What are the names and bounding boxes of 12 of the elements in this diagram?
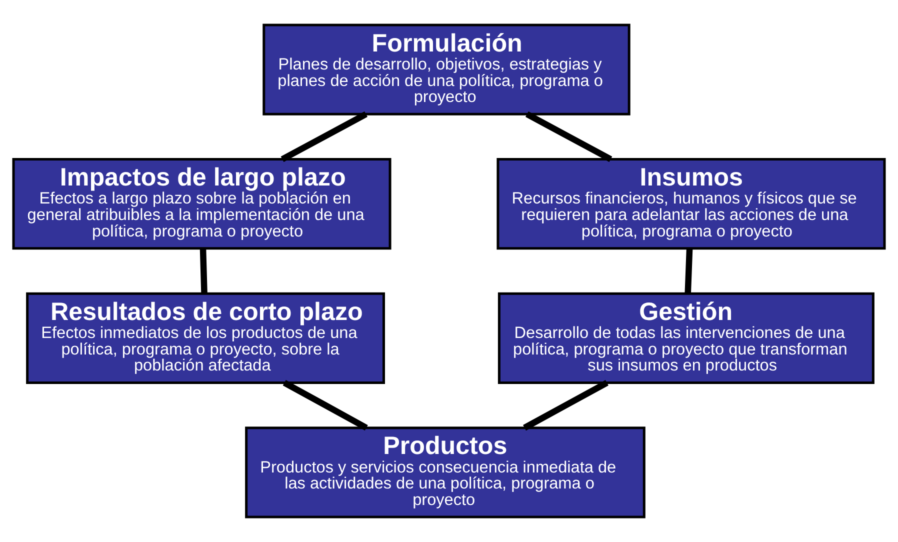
node-box: Productos Productos y servicios consecuencia inmediata de las actividades de una política, programa o proyecto: [245, 426, 646, 518]
connector: [282, 380, 368, 431]
node-box: Formulación Planes de desarrollo, objetivos, estrategias y planes de acción de una política, programa o proyecto: [262, 24, 630, 116]
connector: [525, 111, 612, 162]
connector: [684, 248, 693, 294]
connector: [280, 111, 368, 162]
connector: [523, 380, 608, 431]
node-box: Resultados de corto plazo Efectos inmediatos de los productos de una política, programa o proyecto, sobre la población afectada: [26, 292, 385, 384]
node-box: Gestión Desarrollo de todas las intervenciones de una política, programa o proyecto que transforman sus insumos en productos: [498, 292, 874, 384]
connector: [200, 248, 208, 294]
node-box: Impactos de largo plazo Efectos a largo plazo sobre la población en general atribuibles a la implementación de una política, programa o proyecto: [12, 158, 392, 250]
node-box: Insumos Recursos financieros, humanos y físicos que se requieren para adelantar las acciones de una política, programa o proyecto: [496, 158, 886, 250]
